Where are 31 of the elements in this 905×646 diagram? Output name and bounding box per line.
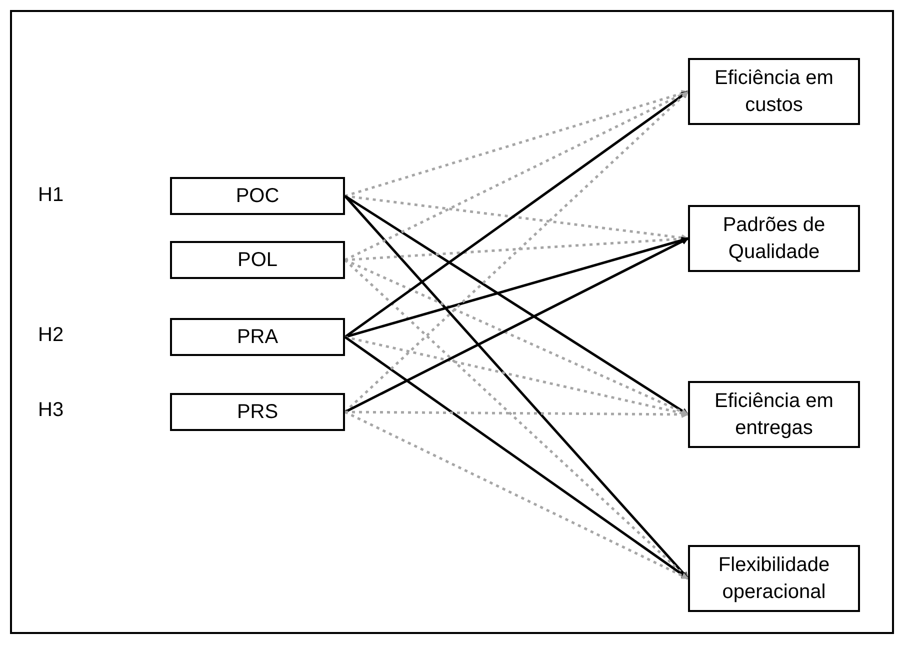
- node-label: Eficiência em entregas: [714, 388, 834, 440]
- node-label: Eficiência em custos: [714, 66, 834, 118]
- node-label: Flexibilidade operacional: [717, 552, 831, 604]
- variable-box: [170, 393, 345, 431]
- variable-box: [170, 241, 345, 279]
- arrow: [344, 336, 689, 417]
- arrow: [344, 259, 689, 580]
- node-label: Padrões de Qualidade: [722, 212, 826, 264]
- variable-box: [170, 318, 345, 356]
- variable-box: [688, 545, 860, 612]
- variable-box: [688, 205, 860, 272]
- arrow: [344, 194, 689, 242]
- arrow: [344, 194, 689, 416]
- node-label: POL: [237, 248, 278, 272]
- arrow: [344, 410, 689, 580]
- hypothesis-label: H2: [38, 324, 64, 347]
- arrow: [344, 236, 689, 338]
- arrow: [344, 195, 689, 580]
- variable-box: [170, 177, 345, 215]
- arrow: [344, 90, 689, 413]
- hypothesis-label: H1: [38, 184, 64, 207]
- arrow: [344, 90, 689, 198]
- arrow: [345, 410, 689, 418]
- arrow: [344, 90, 689, 338]
- node-label: POC: [236, 184, 280, 208]
- variable-box: [688, 58, 860, 125]
- node-label: PRA: [236, 324, 278, 350]
- hypothesis-label: H3: [38, 399, 64, 422]
- arrow: [344, 336, 689, 580]
- variable-box: [688, 381, 860, 448]
- node-label: PRS: [236, 400, 278, 424]
